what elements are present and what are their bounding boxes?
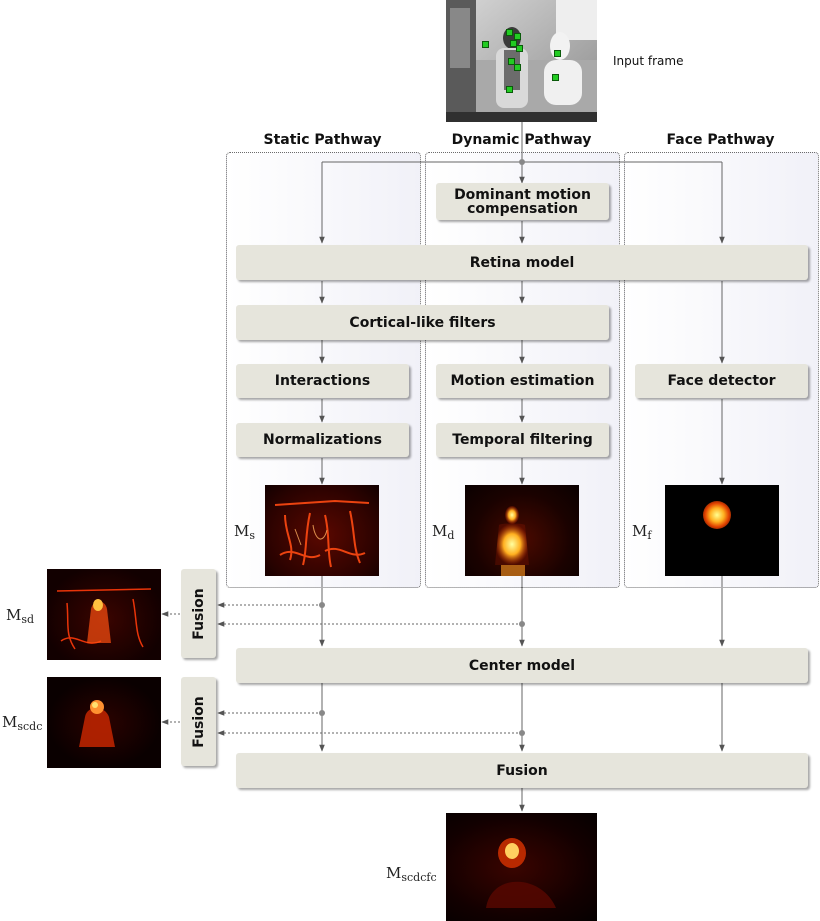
face-marker-icon [552,74,559,81]
final-fusion-block: Fusion [236,753,808,788]
face-marker-icon [506,86,513,93]
fusion-side-label-2: Fusion [190,695,207,748]
face-marker-icon [506,29,513,36]
retina-model-block: Retina model [236,245,808,280]
map-label-msd-sub: sd [21,613,35,626]
map-label-mscdcfc-sub: scdcfc [401,871,437,884]
map-label-mf: Mf [632,522,651,542]
motion-estimation-block: Motion estimation [436,364,609,398]
face-saliency-map-mf [665,485,779,576]
map-label-mscdcfc: Mscdcfc [386,864,437,884]
map-label-msd: Msd [6,606,34,626]
fusion-side-block-2: Fusion [181,677,216,766]
face-marker-icon [510,40,517,47]
face-blob [703,501,731,529]
fused-map-msd [47,569,161,660]
face-marker-icon [482,41,489,48]
face-marker-icon [554,50,561,57]
map-label-mscdc: Mscdc [2,713,42,733]
map-label-mscdc-sub: scdc [17,720,43,733]
input-frame-caption: Input frame [613,54,684,68]
dominant-motion-compensation-block: Dominant motion compensation [436,183,609,220]
map-label-mf-sub: f [647,529,652,542]
face-pathway-title: Face Pathway [666,132,775,148]
map-label-mf-base: M [632,522,648,540]
map-label-ms-sub: s [249,529,256,542]
center-model-block: Center model [236,648,808,683]
interactions-block: Interactions [236,364,409,398]
fusion-side-label-1: Fusion [190,587,207,640]
input-frame-image [446,0,597,122]
map-label-ms-base: M [234,522,250,540]
static-saliency-map-ms [265,485,379,576]
static-pathway-title: Static Pathway [263,132,382,148]
final-saliency-map-mscdcfc [446,813,597,921]
map-label-md-base: M [432,522,448,540]
face-marker-icon [514,33,521,40]
dominant-motion-line1: Dominant motion [454,186,591,203]
face-detector-block: Face detector [635,364,808,398]
map-label-md-sub: d [447,529,455,542]
face-marker-icon [508,58,515,65]
cortical-filters-block: Cortical-like filters [236,305,609,340]
map-label-mscdc-base: M [2,713,18,731]
dynamic-pathway-title: Dynamic Pathway [451,132,592,148]
map-label-msd-base: M [6,606,22,624]
dynamic-saliency-map-md [465,485,579,576]
map-label-mscdcfc-base: M [386,864,402,882]
face-marker-icon [514,64,521,71]
fusion-side-block-1: Fusion [181,569,216,658]
map-label-ms: Ms [234,522,255,542]
face-marker-icon [516,45,523,52]
temporal-filtering-block: Temporal filtering [436,423,609,457]
dominant-motion-line2: compensation [467,200,578,217]
map-label-md: Md [432,522,454,542]
fused-map-mscdc [47,677,161,768]
normalizations-block: Normalizations [236,423,409,457]
